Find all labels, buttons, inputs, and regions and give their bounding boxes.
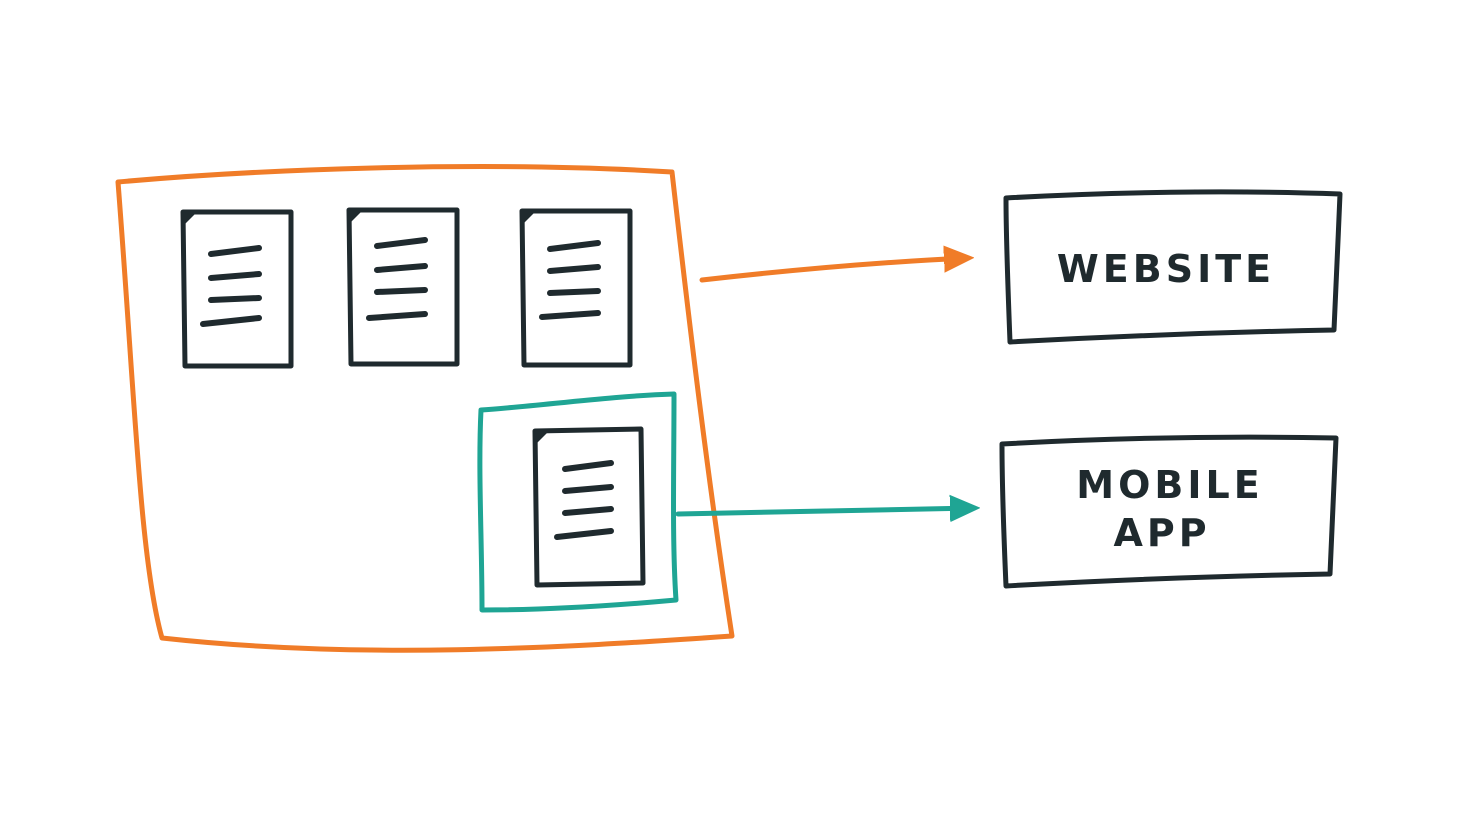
- mobile-app-label-line2: APP: [1113, 511, 1210, 555]
- arrow-to-mobile-app: [675, 508, 974, 514]
- mobile-app-box: MOBILE APP: [999, 434, 1339, 589]
- mobile-app-label-line1: MOBILE: [1076, 463, 1263, 507]
- website-box: WEBSITE: [1003, 189, 1343, 345]
- document-icon: [346, 207, 460, 367]
- document-icon: [180, 209, 294, 369]
- highlighted-group-box: [477, 391, 679, 613]
- website-label: WEBSITE: [1057, 247, 1275, 291]
- document-icon: [532, 426, 646, 588]
- document-icon: [519, 208, 633, 368]
- source-group-box: [115, 164, 735, 653]
- arrow-to-website: [699, 258, 968, 283]
